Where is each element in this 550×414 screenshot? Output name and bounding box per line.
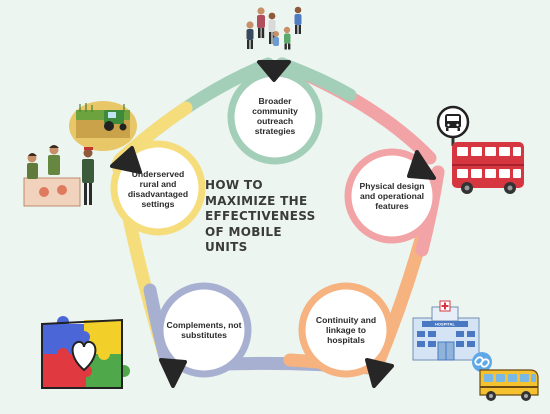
node-label-underserved: Underserved rural and disadvantaged sett…: [127, 169, 189, 209]
arc-community-teal: [275, 57, 357, 102]
arrowhead-left: [110, 146, 142, 174]
market-vendors-icon: [23, 145, 94, 207]
center-title: HOW TO MAXIMIZE THE EFFECTIVENESS OF MOB…: [205, 178, 316, 254]
node-label-continuity: Continuity and linkage to hospitals: [315, 315, 377, 345]
hospital-building-icon: HOSPITAL: [412, 300, 480, 361]
link-icon: [472, 352, 492, 372]
node-circle-continuity: [298, 282, 394, 378]
community-people-icon: [246, 6, 302, 50]
node-circle-complements: [156, 282, 252, 378]
farm-tractor-icon: [69, 101, 137, 151]
bus-stop-sign-icon: [436, 105, 470, 146]
arrowhead-bottom-right: [365, 358, 394, 388]
school-bus-icon: [479, 369, 539, 401]
node-label-community: Broader community outreach strategies: [252, 96, 298, 136]
hospital-sign: HOSPITAL: [435, 322, 455, 327]
double-decker-bus-icon: [452, 142, 524, 194]
arrowhead-top: [257, 60, 291, 82]
arrowhead-bottom-left: [159, 358, 187, 388]
arrowhead-right: [407, 150, 436, 180]
node-label-complements: Complements, not substitutes: [166, 320, 242, 340]
puzzle-heart-icon: [41, 316, 130, 389]
node-label-physical: Physical design and operational features: [359, 181, 425, 211]
